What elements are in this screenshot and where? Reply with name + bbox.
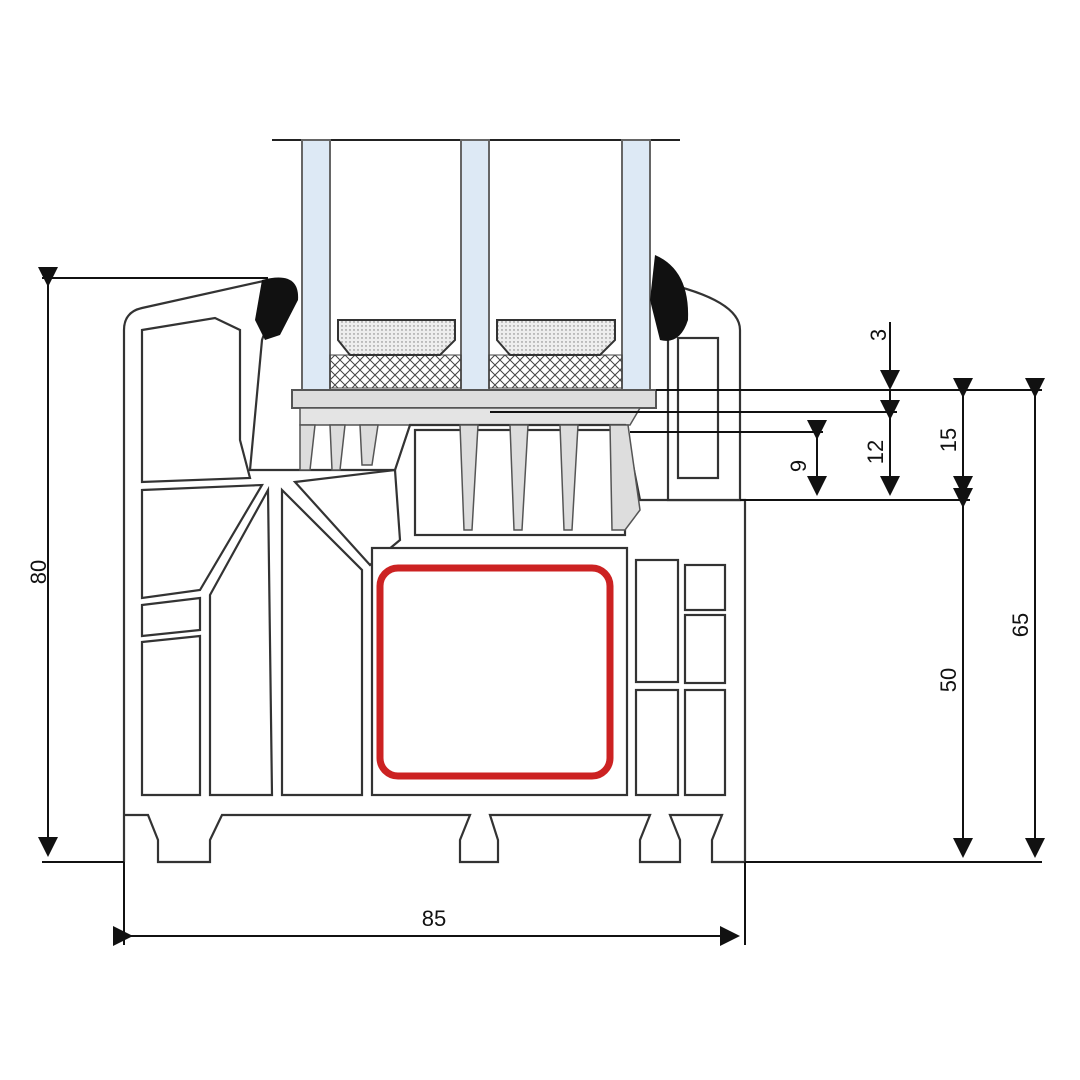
spacers <box>329 319 623 389</box>
glazing-wedge <box>299 407 642 426</box>
dim-15: 15 <box>936 428 961 452</box>
dim-9: 9 <box>786 460 811 472</box>
gasket-outer <box>255 277 299 340</box>
glass-pane-middle <box>460 139 490 391</box>
glass-pane-inner <box>621 139 651 391</box>
dim-3: 3 <box>866 329 891 341</box>
frame-chambers <box>140 316 727 797</box>
glass-pane-outer <box>301 139 331 391</box>
steel-reinforcement <box>376 564 614 780</box>
dim-50: 50 <box>936 668 961 692</box>
gasket-inner <box>650 255 689 341</box>
dimension-lines <box>38 267 1045 946</box>
dim-overall-width: 85 <box>422 906 446 931</box>
glazing-block <box>291 389 657 409</box>
bead-fins <box>299 424 641 531</box>
dim-65: 65 <box>1008 613 1033 637</box>
dim-12: 12 <box>863 440 888 464</box>
upstand-chamber <box>676 336 720 480</box>
dim-overall-height: 80 <box>26 560 51 584</box>
